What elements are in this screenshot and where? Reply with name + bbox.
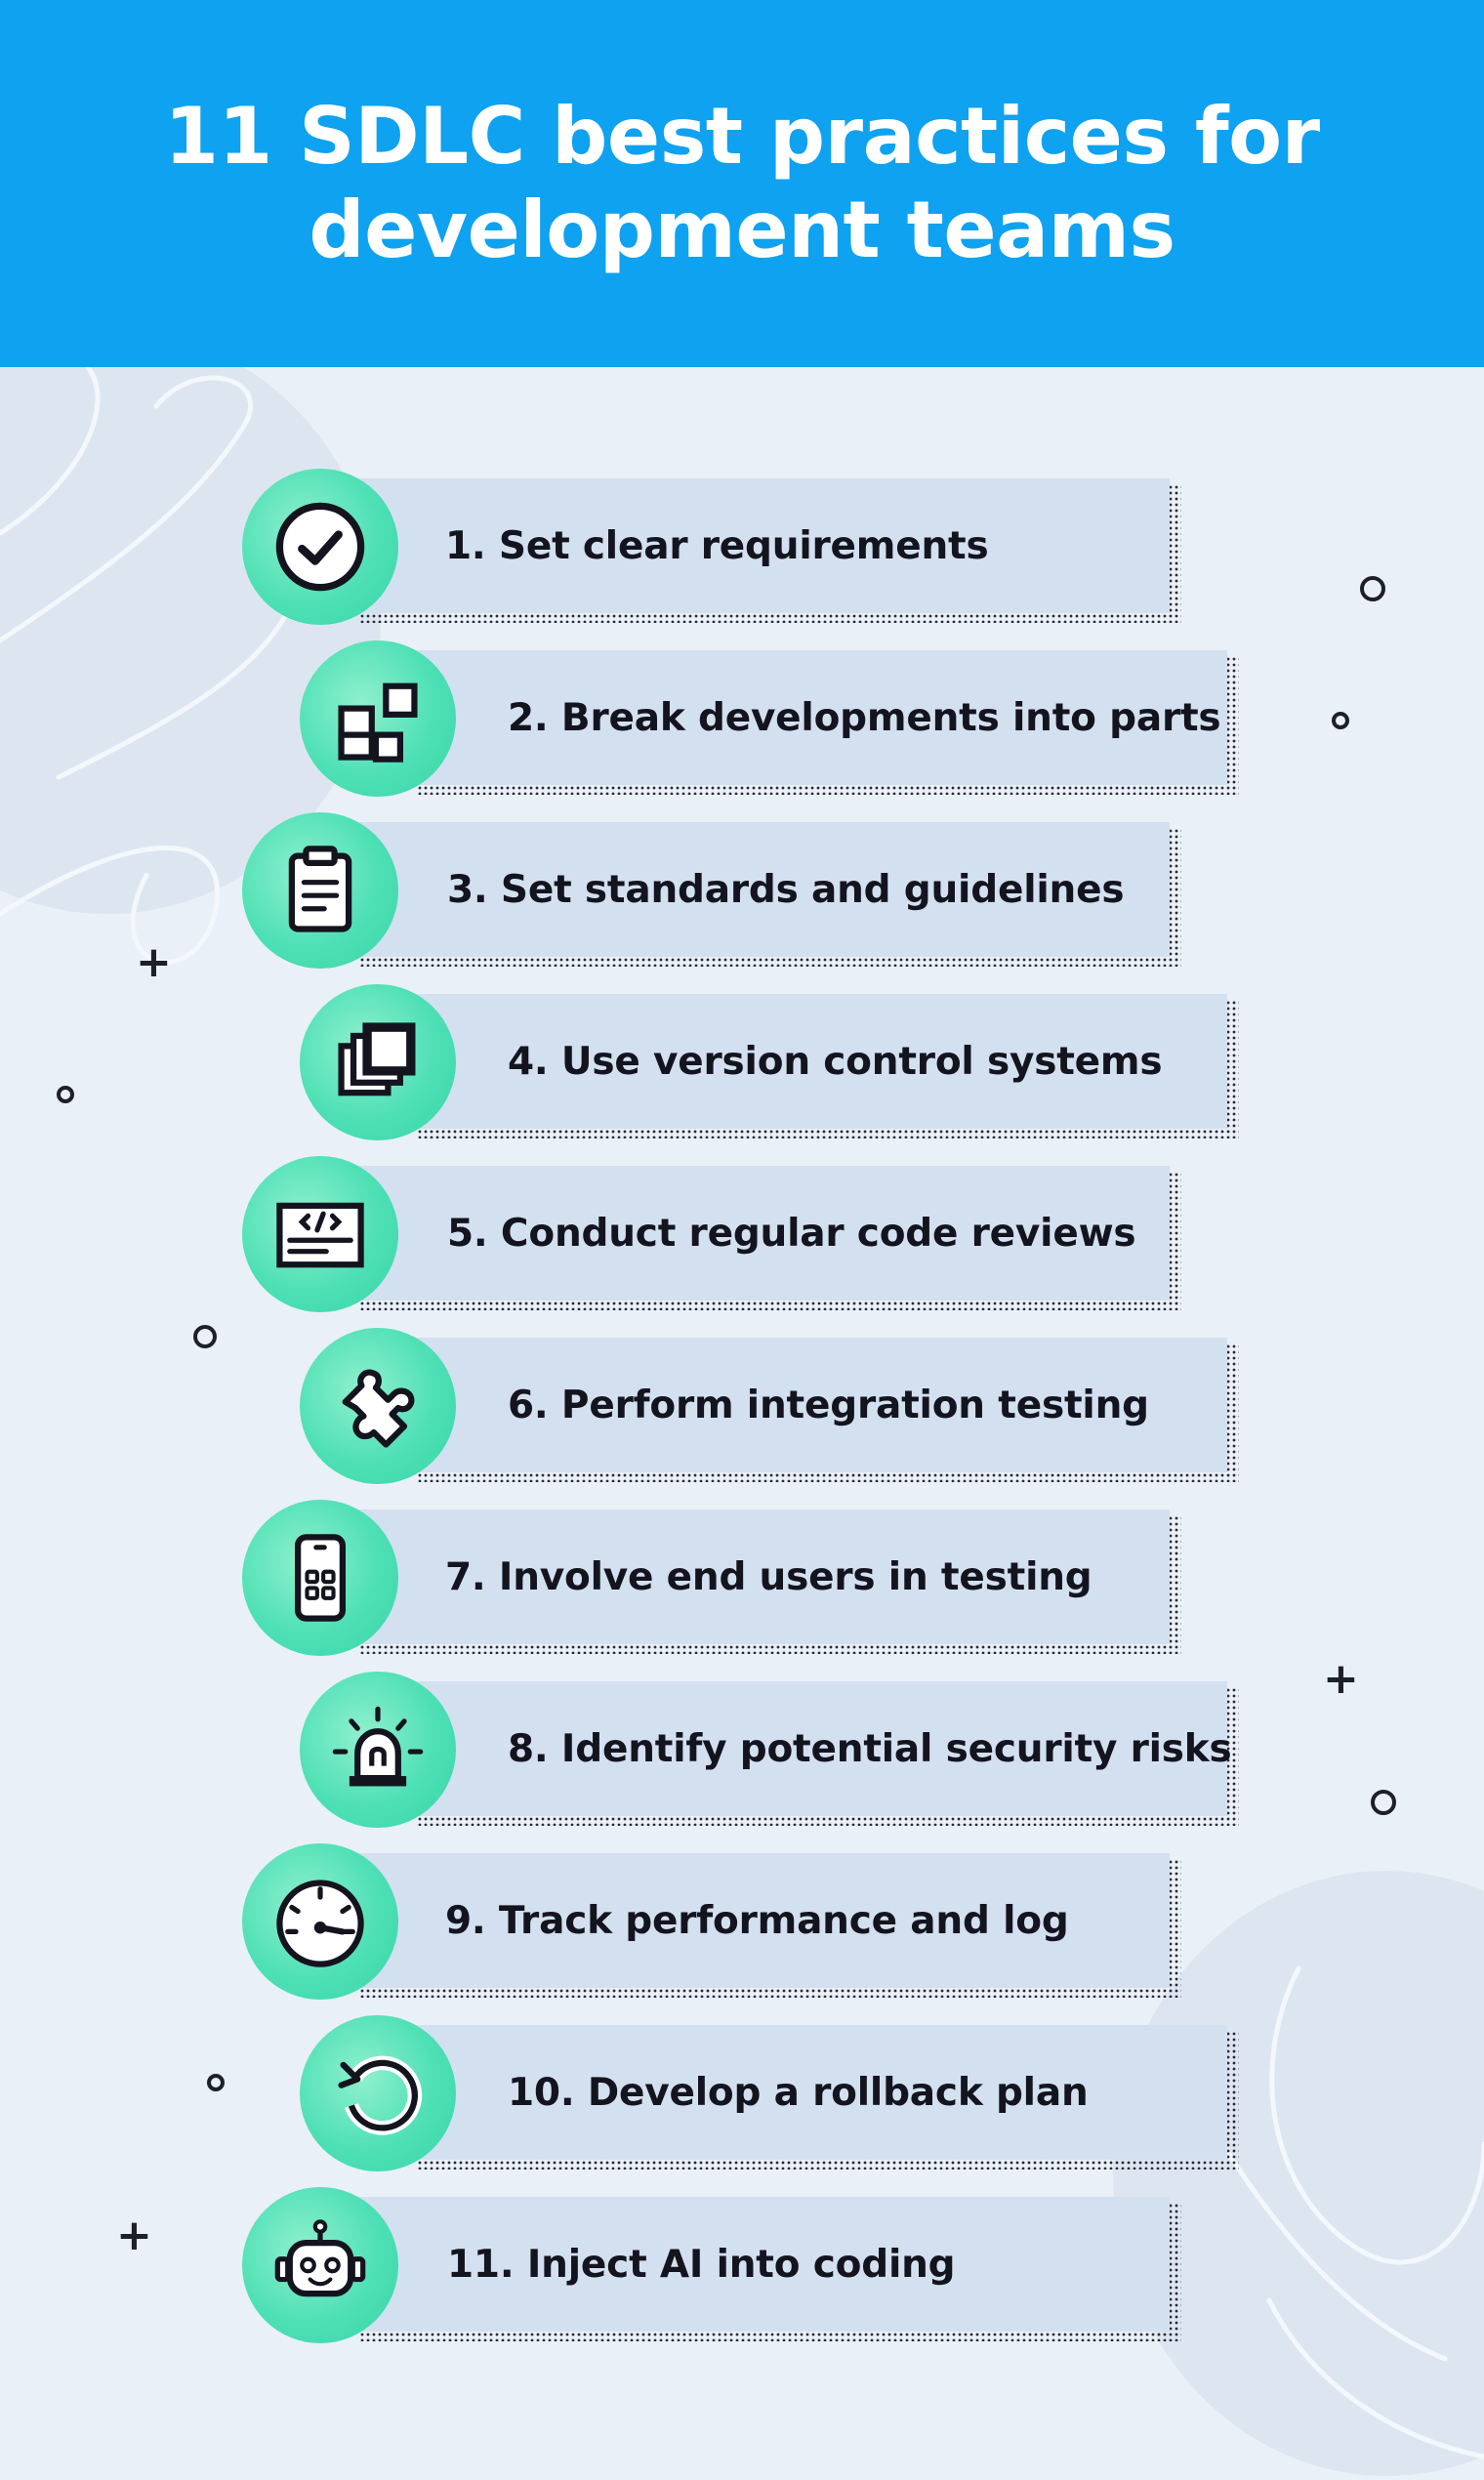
ring-decoration xyxy=(57,1086,74,1103)
plus-decoration: + xyxy=(136,937,172,987)
check-circle-icon xyxy=(242,469,398,625)
practices-panel: + + + 1. Set clear requirements 2. Break… xyxy=(0,367,1484,2480)
practice-label: 10. Develop a rollback plan xyxy=(508,2070,1089,2115)
smartphone-icon xyxy=(242,1500,398,1656)
practice-item: 1. Set clear requirements xyxy=(242,469,1181,625)
rollback-arrow-icon xyxy=(300,2015,456,2171)
practice-item: 7. Involve end users in testing xyxy=(242,1500,1181,1656)
practice-item: 9. Track performance and log xyxy=(242,1843,1181,2000)
ring-decoration xyxy=(1360,576,1385,601)
speedometer-icon xyxy=(242,1843,398,2000)
practice-label: 11. Inject AI into coding xyxy=(447,2242,956,2287)
ring-decoration xyxy=(1371,1790,1396,1815)
practice-label: 6. Perform integration testing xyxy=(508,1383,1149,1427)
practice-label: 1. Set clear requirements xyxy=(445,523,989,568)
practice-item: 6. Perform integration testing xyxy=(300,1328,1239,1484)
clipboard-icon xyxy=(242,812,398,969)
practice-item: 8. Identify potential security risks xyxy=(300,1672,1239,1828)
header-banner: 11 SDLC best practices for development t… xyxy=(0,0,1484,367)
ring-decoration xyxy=(207,2074,225,2091)
stacked-layers-icon xyxy=(300,984,456,1140)
practice-item: 3. Set standards and guidelines xyxy=(242,812,1181,969)
practice-label: 4. Use version control systems xyxy=(508,1039,1163,1084)
practice-item: 2. Break developments into parts xyxy=(300,641,1239,797)
practice-item: 10. Develop a rollback plan xyxy=(300,2015,1239,2171)
ring-decoration xyxy=(1332,712,1349,729)
code-window-icon xyxy=(242,1156,398,1312)
practice-label: 8. Identify potential security risks xyxy=(508,1726,1232,1771)
puzzle-piece-icon xyxy=(300,1328,456,1484)
practice-label: 9. Track performance and log xyxy=(445,1898,1069,1943)
page-title: 11 SDLC best practices for development t… xyxy=(164,91,1320,275)
plus-decoration: + xyxy=(116,2211,152,2260)
alarm-siren-icon xyxy=(300,1672,456,1828)
blocks-icon xyxy=(300,641,456,797)
robot-icon xyxy=(242,2187,398,2343)
practice-item: 11. Inject AI into coding xyxy=(242,2187,1181,2343)
ring-decoration xyxy=(193,1325,217,1348)
plus-decoration: + xyxy=(1323,1654,1359,1704)
practice-label: 2. Break developments into parts xyxy=(508,695,1221,740)
practice-label: 5. Conduct regular code reviews xyxy=(447,1211,1136,1256)
practice-item: 4. Use version control systems xyxy=(300,984,1239,1140)
practice-label: 3. Set standards and guidelines xyxy=(447,867,1125,912)
practice-label: 7. Involve end users in testing xyxy=(445,1554,1092,1599)
practice-item: 5. Conduct regular code reviews xyxy=(242,1156,1181,1312)
